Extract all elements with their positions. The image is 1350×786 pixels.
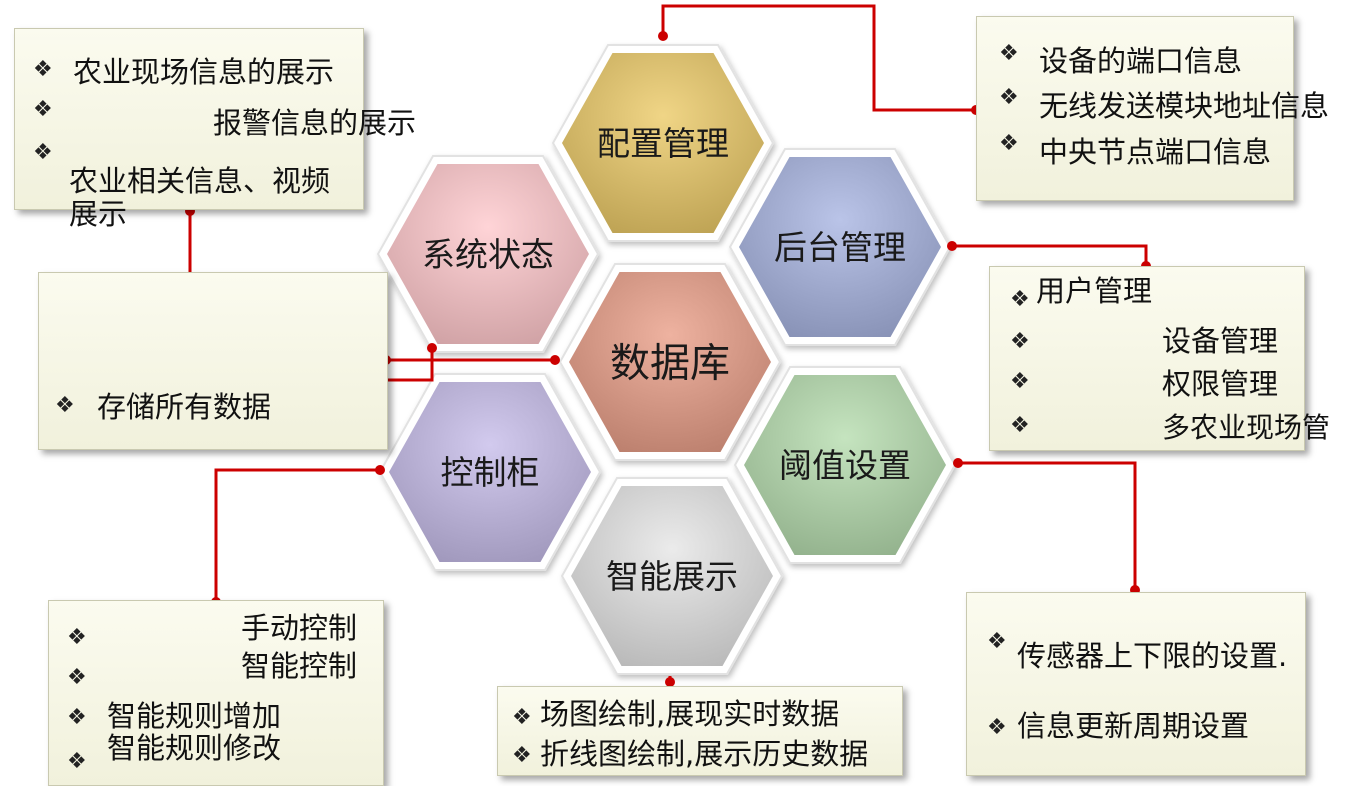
bullet-icon: ❖ — [67, 749, 87, 774]
hex-system-status — [387, 164, 589, 344]
config-item-1: 设备的端口信息 — [1039, 44, 1243, 78]
threshold-item-2: 信息更新周期设置 — [1017, 709, 1250, 743]
display-item-1: 场图绘制,展现实时数据 — [540, 697, 840, 731]
backend-management-box: ❖ 用户管理 ❖ 设备管理 ❖ 权限管理 ❖ 多农业现场管 — [989, 266, 1330, 451]
system-status-box: ❖ 农业现场信息的展示 ❖ 报警信息的展示 ❖ 农业相关信息、视频 展示 — [14, 28, 416, 231]
connector-control — [214, 468, 380, 602]
bullet-icon: ❖ — [67, 625, 87, 650]
bullet-icon: ❖ — [33, 140, 53, 165]
connector-config — [661, 4, 976, 112]
bullet-icon: ❖ — [33, 97, 53, 122]
connector-backend — [952, 244, 1148, 266]
hex-smart-display-label: 智能展示 — [606, 557, 738, 596]
hex-backend-management-label: 后台管理 — [774, 228, 906, 267]
status-item-3b: 展示 — [69, 197, 128, 231]
bullet-icon: ❖ — [1010, 287, 1030, 312]
backend-item-4: 多农业现场管 — [1162, 411, 1331, 444]
control-item-3: 智能规则增加 — [107, 699, 282, 733]
control-item-2: 智能控制 — [241, 649, 358, 683]
hex-threshold-settings — [744, 375, 946, 555]
connector-dot — [658, 31, 668, 41]
status-item-3: 农业相关信息、视频 — [69, 164, 331, 198]
connector-dot — [550, 355, 560, 365]
status-item-1: 农业现场信息的展示 — [73, 55, 335, 89]
storage-box: ❖ 存储所有数据 — [38, 272, 388, 450]
backend-item-1: 用户管理 — [1036, 274, 1153, 308]
status-item-2: 报警信息的展示 — [213, 106, 417, 140]
backend-item-3: 权限管理 — [1162, 367, 1279, 401]
hex-control-cabinet-label: 控制柜 — [441, 453, 540, 492]
bullet-icon: ❖ — [55, 393, 75, 418]
bullet-icon: ❖ — [67, 705, 87, 730]
bullet-icon: ❖ — [987, 715, 1007, 740]
bullet-icon: ❖ — [512, 705, 532, 730]
hex-system-status-label: 系统状态 — [422, 235, 554, 274]
connector-dot — [665, 677, 675, 687]
connector-dot — [953, 458, 963, 468]
bullet-icon: ❖ — [987, 629, 1007, 654]
bullet-icon: ❖ — [999, 85, 1019, 110]
bullet-icon: ❖ — [33, 57, 53, 82]
bullet-icon: ❖ — [512, 743, 532, 768]
hex-control-cabinet — [389, 382, 591, 562]
hex-threshold-settings-label: 阈值设置 — [779, 446, 911, 485]
hex-config-management-label: 配置管理 — [597, 124, 729, 163]
display-item-2: 折线图绘制,展示历史数据 — [540, 737, 869, 771]
hex-backend-management — [739, 157, 941, 337]
config-item-3: 中央节点端口信息 — [1039, 135, 1272, 169]
bullet-icon: ❖ — [1010, 413, 1030, 438]
bullet-icon: ❖ — [1010, 329, 1030, 354]
connector-dot — [427, 343, 437, 353]
connector-dot — [375, 465, 385, 475]
control-item-1: 手动控制 — [241, 611, 358, 645]
hex-config-management — [562, 53, 764, 233]
hex-center-database-label: 数据库 — [610, 340, 730, 386]
hex-center-database — [569, 272, 771, 452]
hex-smart-display — [571, 486, 773, 666]
config-management-box: ❖ 设备的端口信息 ❖ 无线发送模块地址信息 ❖ 中央节点端口信息 — [976, 16, 1329, 201]
connector-dot — [947, 241, 957, 251]
threshold-item-1: 传感器上下限的设置. — [1017, 639, 1288, 673]
bullet-icon: ❖ — [1010, 369, 1030, 394]
threshold-settings-box: ❖ 传感器上下限的设置. ❖ 信息更新周期设置 — [966, 592, 1306, 776]
control-item-4: 智能规则修改 — [107, 731, 282, 765]
smart-display-box: ❖ 场图绘制,展现实时数据 ❖ 折线图绘制,展示历史数据 — [497, 686, 903, 776]
control-cabinet-box: ❖ 手动控制 ❖ 智能控制 ❖ 智能规则增加 智能规则修改 ❖ — [48, 600, 384, 786]
config-item-2: 无线发送模块地址信息 — [1039, 89, 1330, 123]
connector-threshold — [958, 461, 1137, 590]
bullet-icon: ❖ — [999, 41, 1019, 66]
storage-item: 存储所有数据 — [97, 390, 272, 424]
backend-item-2: 设备管理 — [1162, 324, 1279, 358]
bullet-icon: ❖ — [67, 665, 87, 690]
bullet-icon: ❖ — [999, 131, 1019, 156]
